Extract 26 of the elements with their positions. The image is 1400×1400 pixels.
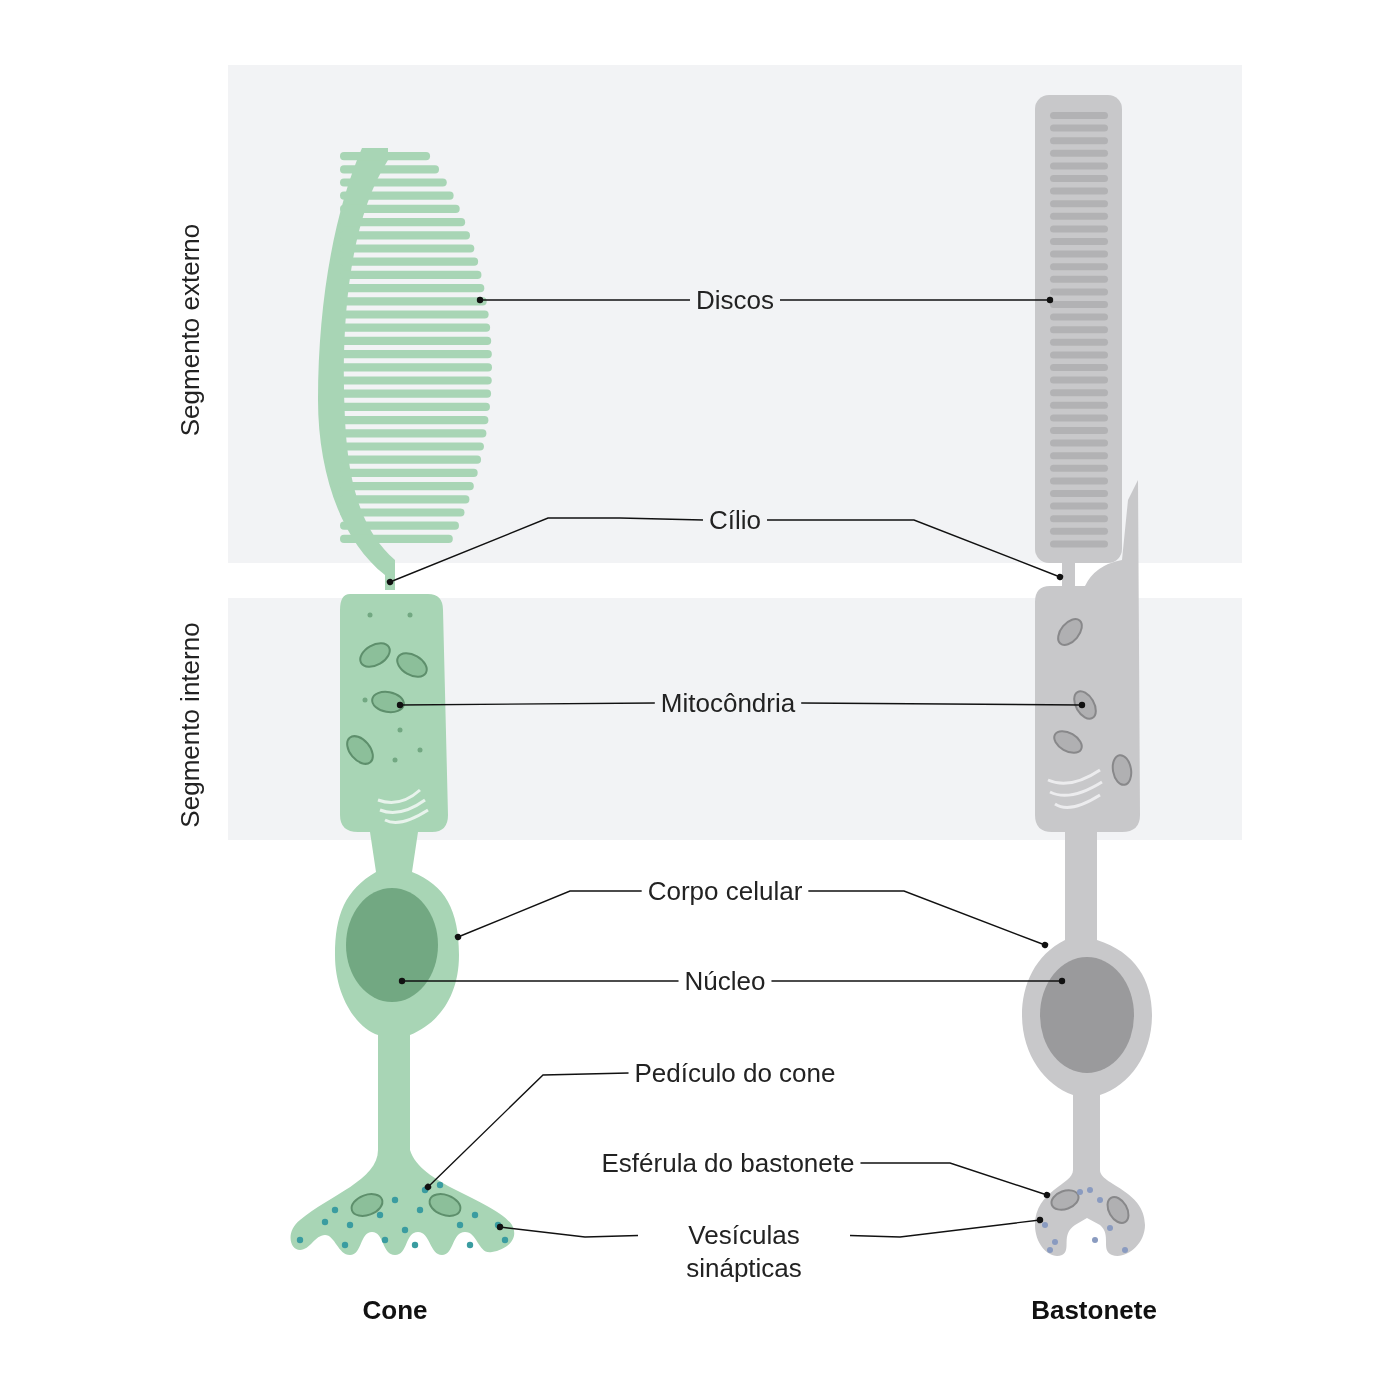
leader-line	[779, 296, 1054, 304]
cell-type-label: Bastonete	[1031, 1294, 1157, 1326]
structure-label: Discos	[690, 281, 780, 319]
structure-label: Corpo celular	[641, 872, 809, 910]
cell-type-label: Cone	[362, 1294, 428, 1326]
leader-line	[396, 701, 656, 709]
structure-label: Vesículas sinápticas	[638, 1216, 850, 1286]
leader-line	[859, 1162, 1051, 1199]
leader-line	[800, 701, 1086, 709]
leader-line	[476, 296, 691, 304]
leader-line	[849, 1216, 1044, 1238]
leader-line	[807, 890, 1049, 949]
leader-line	[770, 977, 1066, 985]
leader-line	[424, 1072, 630, 1191]
segment-label: Segmento interno	[174, 622, 206, 828]
structure-label: Cílio	[703, 501, 767, 539]
structure-label: Núcleo	[678, 962, 772, 1000]
structure-label: Mitocôndria	[654, 684, 802, 722]
segment-label: Segmento externo	[174, 223, 206, 437]
structure-label: Esférula do bastonete	[595, 1144, 861, 1182]
structure-label: Pedículo do cone	[628, 1054, 842, 1092]
leader-line	[496, 1223, 639, 1238]
leader-line	[386, 517, 704, 586]
leader-line	[766, 519, 1064, 581]
leader-line	[454, 890, 643, 941]
leader-line	[398, 977, 680, 985]
